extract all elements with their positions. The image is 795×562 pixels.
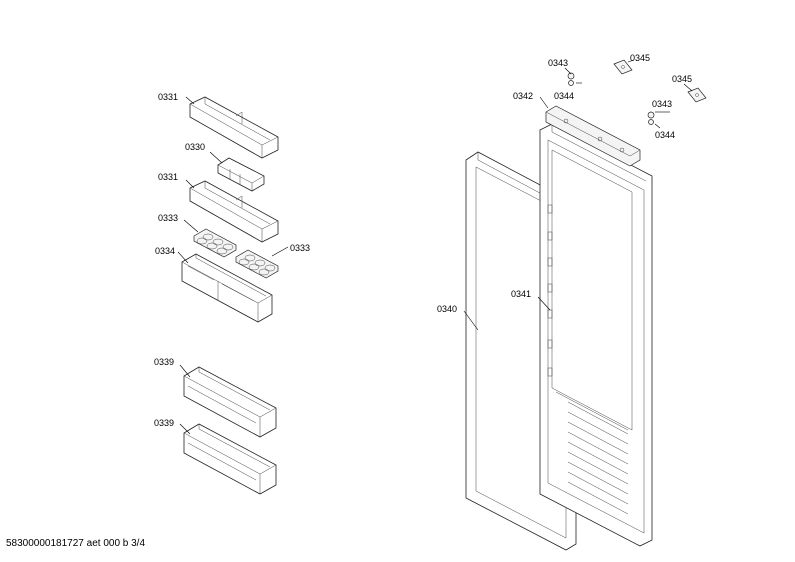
- label-0340: 0340: [437, 304, 457, 314]
- label-0330: 0330: [185, 142, 205, 152]
- bottle-shelf-0339-upper: [183, 366, 277, 438]
- screw-0343-lower: [647, 111, 655, 125]
- cover-0345-upper: [613, 59, 633, 75]
- label-0334: 0334: [155, 246, 175, 256]
- label-0344-lower: 0344: [655, 130, 675, 140]
- label-0341: 0341: [511, 289, 531, 299]
- label-0333-left: 0333: [158, 213, 178, 223]
- label-0345-lower: 0345: [672, 74, 692, 84]
- label-0344-upper: 0344: [554, 91, 574, 101]
- hinge-bracket-0342: [545, 105, 641, 167]
- label-0331-top: 0331: [158, 92, 178, 102]
- document-footer: 58300000181727 aet 000 b 3/4: [6, 538, 146, 549]
- label-0339-lower: 0339: [154, 418, 174, 428]
- door-shelf-0331-middle: [189, 180, 279, 243]
- screw-0343-upper: [567, 72, 575, 86]
- bottle-shelf-0339-lower: [183, 423, 277, 495]
- door-liner-0341: [539, 123, 653, 547]
- egg-tray-0333-right: [235, 249, 279, 279]
- label-0333-right: 0333: [290, 243, 310, 253]
- egg-box-0330: [217, 157, 265, 192]
- label-0343-lower: 0343: [652, 99, 672, 109]
- butter-compartment-0334: [181, 253, 273, 323]
- label-0345-upper: 0345: [630, 53, 650, 63]
- egg-tray-0333-left: [193, 228, 237, 258]
- label-0339-upper: 0339: [154, 357, 174, 367]
- cover-0345-lower: [687, 87, 707, 103]
- door-shelf-0331-top: [189, 96, 279, 159]
- label-0343-upper: 0343: [548, 58, 568, 68]
- label-0331-middle: 0331: [158, 172, 178, 182]
- label-0342: 0342: [513, 91, 533, 101]
